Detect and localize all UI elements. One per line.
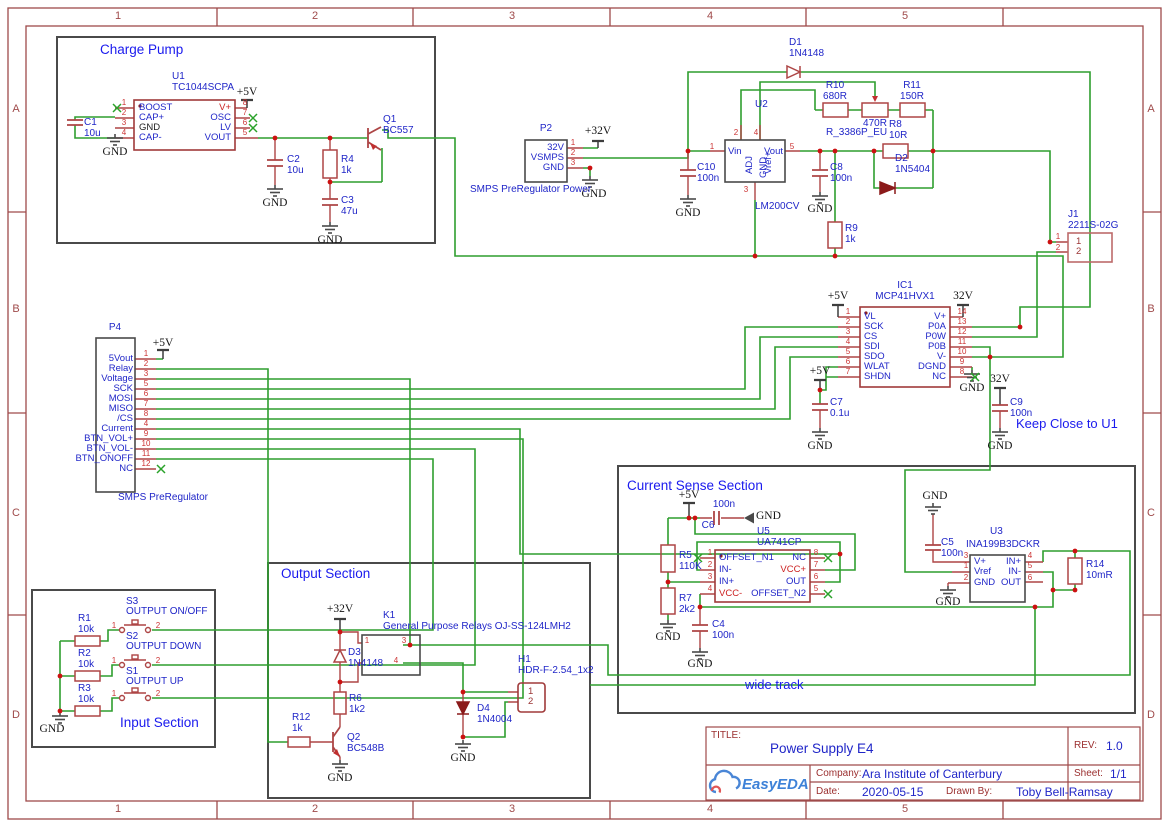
r7-body	[660, 587, 676, 615]
d3-diode	[332, 648, 348, 663]
s1-button	[131, 687, 139, 693]
schematic-wires[interactable]	[59, 71, 1131, 743]
q1-transistor	[367, 126, 382, 151]
capacitors	[67, 119, 1008, 632]
easyeda-logo-icon	[708, 769, 741, 794]
s3-contact-2	[144, 626, 152, 634]
r5-body	[660, 544, 676, 573]
power-symbols[interactable]	[157, 98, 1006, 632]
s1-contact-2	[144, 694, 152, 702]
junction-dots	[57, 104, 1078, 740]
r10-body	[822, 102, 849, 118]
pot-body	[861, 102, 889, 118]
s1-contact-1	[118, 694, 126, 702]
easyeda-logo-text: EasyEDA	[742, 776, 809, 793]
j1-body	[1067, 232, 1113, 263]
drawn-by-value: Toby Bell-Ramsay	[1016, 785, 1113, 799]
drawn-by-label: Drawn By:	[946, 786, 993, 797]
r3-body	[74, 705, 101, 717]
q2-transistor	[332, 726, 341, 758]
s2-button	[131, 654, 139, 660]
p2-body	[524, 139, 568, 183]
r6-body	[333, 691, 347, 715]
r1-body	[74, 635, 101, 647]
r12-body	[287, 736, 311, 748]
no-connect-marks	[112, 103, 980, 599]
section-boxes	[31, 36, 1136, 799]
sheet-value: 1/1	[1110, 767, 1127, 781]
r4-body	[322, 149, 338, 179]
r2-body	[74, 670, 101, 682]
r14-body	[1067, 557, 1083, 585]
charge-pump-box	[56, 36, 436, 244]
title-block-frame	[705, 726, 1141, 801]
title-label: TITLE:	[711, 730, 742, 741]
h1-body	[517, 682, 546, 713]
current-sense-box	[617, 465, 1136, 714]
company-value: Ara Institute of Canterbury	[862, 767, 1003, 781]
s2-contact-1	[118, 661, 126, 669]
r11-body	[899, 102, 926, 118]
u5-body	[714, 549, 811, 603]
r9-body	[827, 221, 843, 249]
u3-body	[969, 554, 1026, 603]
sheet-label: Sheet:	[1074, 768, 1103, 779]
d4-diode	[455, 701, 471, 716]
component-pins[interactable]	[115, 107, 1068, 760]
s2-contact-2	[144, 661, 152, 669]
rev-value: 1.0	[1106, 739, 1123, 753]
s3-contact-1	[118, 626, 126, 634]
r8-body	[882, 143, 909, 159]
input-section-box	[31, 589, 216, 748]
p4-body	[95, 337, 136, 493]
date-label: Date:	[816, 786, 840, 797]
sheet-title: Power Supply E4	[770, 741, 874, 756]
u1-body	[133, 99, 236, 151]
u2-body	[724, 139, 786, 183]
rev-label: REV:	[1074, 740, 1097, 751]
sheet-border	[7, 7, 1162, 820]
ic1-body	[859, 306, 951, 388]
k1-body	[361, 634, 421, 676]
company-label: Company:	[816, 768, 862, 779]
output-section-box	[267, 562, 591, 799]
s3-button	[131, 619, 139, 625]
gnd-symbols[interactable]	[51, 133, 1009, 772]
gnd-port-arrow	[744, 512, 754, 524]
pot-wiper	[872, 96, 878, 102]
d1-diode	[786, 64, 802, 80]
d2-diode	[879, 180, 898, 196]
date-value: 2020-05-15	[862, 785, 924, 799]
